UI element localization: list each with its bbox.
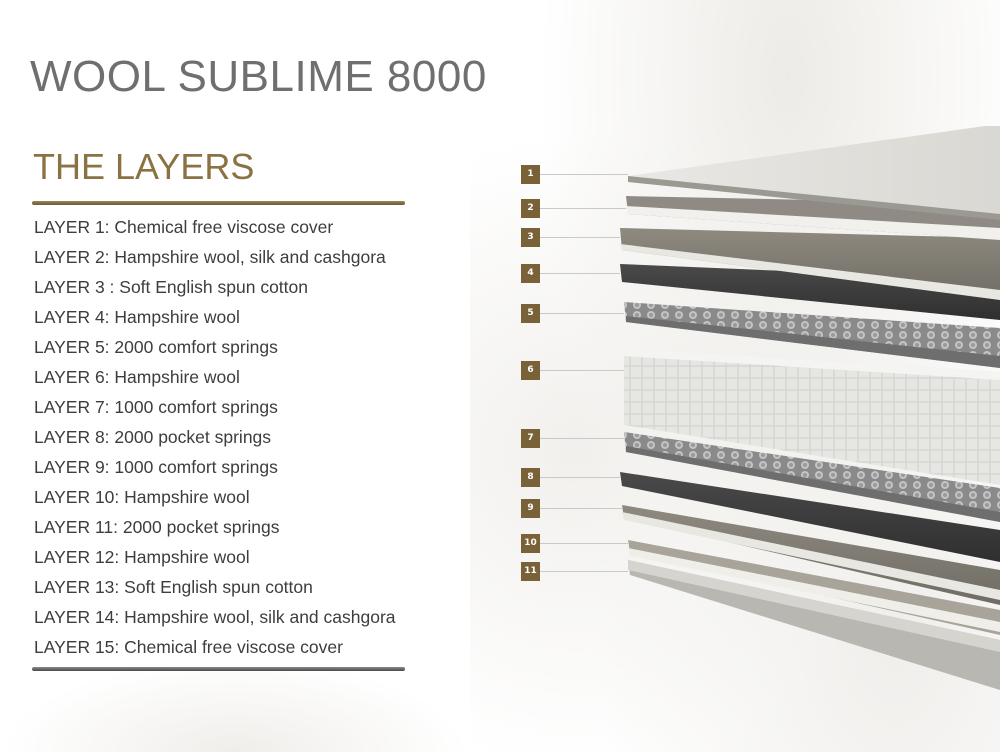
layer-item-8: LAYER 8: 2000 pocket springs xyxy=(34,427,272,447)
layer-item-15: LAYER 15: Chemical free viscose cover xyxy=(34,637,343,657)
layer-item-1: LAYER 1: Chemical free viscose cover xyxy=(34,217,334,237)
layer-shape-1 xyxy=(628,126,1000,220)
marker-leader-4 xyxy=(540,273,620,274)
marker-leader-3 xyxy=(540,237,620,238)
layer-marker-11: 11 xyxy=(521,562,540,581)
layer-shape-10 xyxy=(628,540,1000,635)
layer-item-3: LAYER 3 : Soft English spun cotton xyxy=(34,277,309,297)
marker-leader-1 xyxy=(540,174,628,175)
layer-item-9: LAYER 9: 1000 comfort springs xyxy=(34,457,278,477)
marker-leader-7 xyxy=(540,438,624,439)
layer-marker-10: 10 xyxy=(521,534,540,553)
layer-shape-8 xyxy=(620,472,1000,562)
layer-shape-7 xyxy=(624,432,1000,522)
heading-divider xyxy=(32,201,405,205)
layer-item-4: LAYER 4: Hampshire wool xyxy=(34,307,240,327)
marker-leader-6 xyxy=(540,370,624,371)
product-title: WOOL SUBLIME 8000 xyxy=(30,52,487,101)
layer-marker-5: 5 xyxy=(521,304,540,323)
layer-item-10: LAYER 10: Hampshire wool xyxy=(34,487,250,507)
layer-item-2: LAYER 2: Hampshire wool, silk and cashgo… xyxy=(34,247,386,267)
layer-marker-8: 8 xyxy=(521,468,540,487)
layer-marker-6: 6 xyxy=(521,361,540,380)
marker-leader-11 xyxy=(540,571,628,572)
layer-marker-1: 1 xyxy=(521,165,540,184)
background-texture-left xyxy=(0,660,470,752)
layer-shape-9 xyxy=(622,505,1000,605)
marker-leader-2 xyxy=(540,208,626,209)
layer-item-6: LAYER 6: Hampshire wool xyxy=(34,367,240,387)
list-divider xyxy=(32,667,405,671)
layer-item-7: LAYER 7: 1000 comfort springs xyxy=(34,397,278,417)
layer-list: LAYER 1: Chemical free viscose cover LAY… xyxy=(34,212,396,662)
layer-marker-3: 3 xyxy=(521,228,540,247)
layer-shape-6 xyxy=(624,348,1000,485)
layer-shape-5 xyxy=(624,302,1000,368)
layer-marker-9: 9 xyxy=(521,499,540,518)
section-heading: THE LAYERS xyxy=(33,146,255,187)
layer-item-11: LAYER 11: 2000 pocket springs xyxy=(34,517,280,537)
layer-marker-7: 7 xyxy=(521,429,540,448)
layer-item-12: LAYER 12: Hampshire wool xyxy=(34,547,250,567)
marker-leader-9 xyxy=(540,508,622,509)
layer-shape-3 xyxy=(620,228,1000,300)
layer-item-13: LAYER 13: Soft English spun cotton xyxy=(34,577,313,597)
marker-leader-8 xyxy=(540,477,620,478)
marker-leader-5 xyxy=(540,313,624,314)
marker-leader-10 xyxy=(540,543,628,544)
layer-marker-2: 2 xyxy=(521,199,540,218)
layer-item-5: LAYER 5: 2000 comfort springs xyxy=(34,337,278,357)
layer-item-14: LAYER 14: Hampshire wool, silk and cashg… xyxy=(34,607,396,627)
layer-shape-11 xyxy=(628,560,1000,690)
layer-marker-4: 4 xyxy=(521,264,540,283)
